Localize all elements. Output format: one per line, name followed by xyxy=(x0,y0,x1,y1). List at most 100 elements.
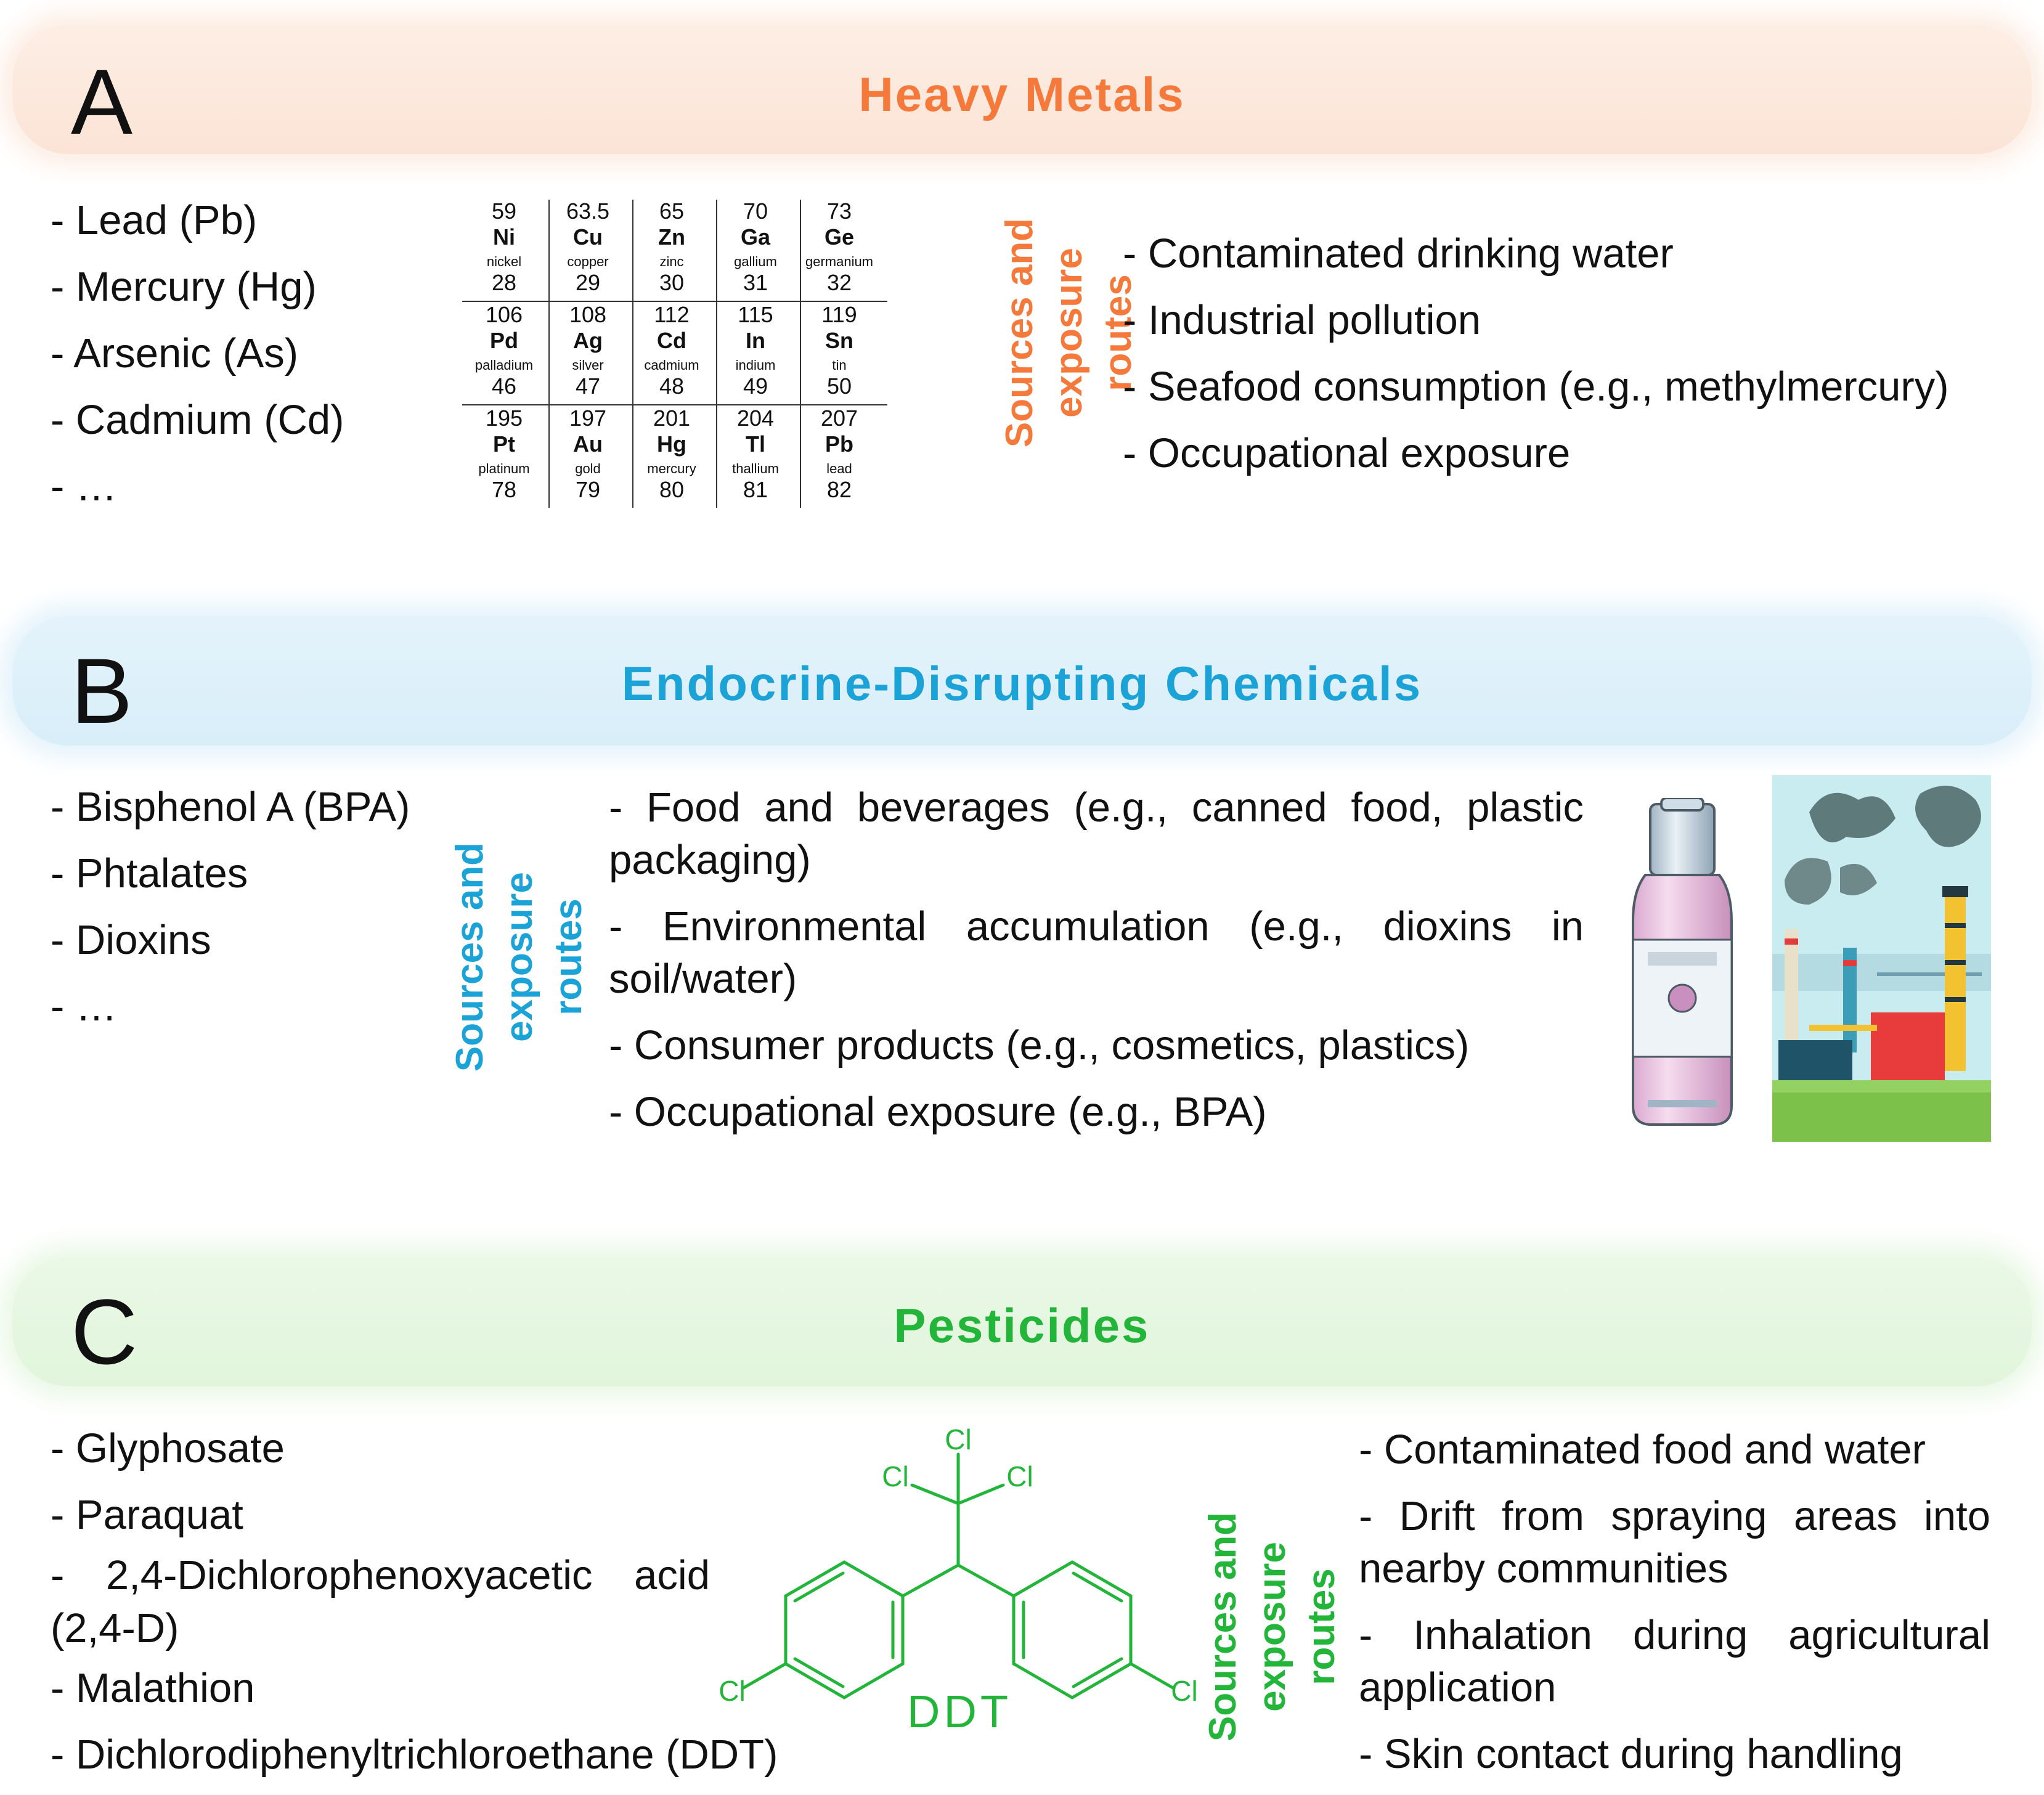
list-item: - Paraquat xyxy=(51,1492,243,1538)
atomic-number: 78 xyxy=(491,477,517,502)
atomic-mass: 112 xyxy=(654,302,690,327)
pesticides-list: - Glyphosate - Paraquat xyxy=(51,1415,285,1549)
atomic-mass: 59 xyxy=(491,198,517,224)
atomic-mass: 201 xyxy=(653,405,691,431)
element-name: gold xyxy=(575,461,601,476)
ddt-structure: Cl Cl Cl Cl Cl xyxy=(719,1423,1197,1707)
atomic-mass: 106 xyxy=(485,302,523,327)
list-item: - Glyphosate xyxy=(51,1425,285,1471)
panel-a-routes-label: Sources and exposure routes xyxy=(998,218,1139,448)
atomic-number: 82 xyxy=(826,477,852,502)
list-item: - Occupational exposure xyxy=(1123,430,1571,476)
element-name: cadmium xyxy=(644,357,699,373)
ddt-label: DDT xyxy=(907,1686,1012,1737)
element-symbol: Pb xyxy=(825,431,853,457)
panel-a-letter: A xyxy=(71,50,133,153)
list-item: - Industrial pollution xyxy=(1123,297,1481,343)
element-name: tin xyxy=(832,357,847,373)
chlorine-label: Cl xyxy=(882,1460,908,1492)
list-item: - Dichlorodiphenyltrichloroethane (DDT) xyxy=(51,1732,778,1778)
element-symbol: Ge xyxy=(824,224,855,250)
atomic-mass: 119 xyxy=(821,302,857,327)
panel-c-routes-list: - Contaminated food and water - Drift fr… xyxy=(1359,1423,1990,1794)
list-item: - … xyxy=(51,463,117,510)
atomic-mass: 204 xyxy=(736,405,775,431)
list-item: - Consumer products (e.g., cosmetics, pl… xyxy=(609,1022,1470,1068)
element-name: palladium xyxy=(474,357,534,373)
atomic-mass: 65 xyxy=(659,198,685,224)
element-name: lead xyxy=(826,461,852,476)
element-name: nickel xyxy=(486,254,522,269)
element-name: mercury xyxy=(647,461,696,476)
atomic-number: 48 xyxy=(659,373,685,399)
atomic-mass: 207 xyxy=(820,405,858,431)
element-symbol: Zn xyxy=(658,224,685,250)
list-item: - Arsenic (As) xyxy=(51,330,299,377)
panel-a-title: Heavy Metals xyxy=(858,67,1186,121)
cosmetic-bottle-icon xyxy=(1632,798,1733,1126)
list-item: - Bisphenol A (BPA) xyxy=(51,784,410,830)
element-name: zinc xyxy=(659,254,684,269)
list-item: - Malathion xyxy=(51,1665,255,1711)
atomic-number: 28 xyxy=(491,270,517,295)
panel-a-header-band xyxy=(12,25,2032,154)
atomic-number: 50 xyxy=(826,373,852,399)
chlorine-label: Cl xyxy=(945,1423,971,1455)
panel-c-routes-label: Sources and exposure routes xyxy=(1202,1512,1343,1742)
list-item: - Mercury (Hg) xyxy=(51,264,317,310)
element-symbol: Cu xyxy=(573,224,603,250)
pesticides-list-cont: - Malathion - Dichlorodiphenyltrichloroe… xyxy=(51,1655,778,1788)
list-item: - Environmental accumulation (e.g., diox… xyxy=(609,903,1584,1002)
atomic-mass: 63.5 xyxy=(566,198,610,224)
chlorine-label: Cl xyxy=(1006,1460,1033,1492)
element-name: indium xyxy=(735,357,776,373)
atomic-number: 46 xyxy=(491,373,517,399)
list-item: - … xyxy=(51,983,117,1030)
heavy-metals-list: - Lead (Pb) - Mercury (Hg) - Arsenic (As… xyxy=(51,187,344,520)
element-symbol: Pd xyxy=(489,328,518,353)
list-item: - Phtalates xyxy=(51,850,248,897)
element-name: platinum xyxy=(478,461,530,476)
atomic-number: 80 xyxy=(659,477,685,502)
panel-c-title: Pesticides xyxy=(894,1298,1150,1353)
atomic-number: 29 xyxy=(575,270,601,295)
panel-b-letter: B xyxy=(71,639,133,743)
atomic-number: 32 xyxy=(826,270,852,295)
panel-c-header-band xyxy=(12,1257,2032,1386)
atomic-number: 49 xyxy=(743,373,768,399)
chlorine-label: Cl xyxy=(1171,1675,1197,1707)
atomic-mass: 115 xyxy=(738,302,773,327)
list-item: - Dioxins xyxy=(51,917,211,963)
element-symbol: Ga xyxy=(740,224,771,250)
element-symbol: Hg xyxy=(657,431,686,457)
list-item: - Skin contact during handling xyxy=(1359,1731,1903,1777)
element-name: silver xyxy=(572,357,604,373)
list-item: - 2,4-Dichlorophenoxyacetic acid (2,4-D) xyxy=(51,1552,710,1651)
atomic-number: 81 xyxy=(743,477,768,502)
atomic-number: 79 xyxy=(575,477,601,502)
panel-b-title: Endocrine-Disrupting Chemicals xyxy=(621,656,1423,710)
element-name: copper xyxy=(567,254,609,269)
list-item: - Drift from spraying areas into nearby … xyxy=(1359,1493,1990,1592)
edc-list: - Bisphenol A (BPA) - Phtalates - Dioxin… xyxy=(51,774,410,1040)
list-item: - Food and beverages (e.g., canned food,… xyxy=(609,784,1584,883)
element-name: germanium xyxy=(805,254,874,269)
element-name: gallium xyxy=(734,254,777,269)
list-item: - Contaminated drinking water xyxy=(1123,230,1674,277)
list-item: - Occupational exposure (e.g., BPA) xyxy=(609,1089,1267,1135)
atomic-number: 47 xyxy=(575,373,601,399)
element-symbol: In xyxy=(746,328,765,353)
list-item: - Contaminated food and water xyxy=(1359,1427,1926,1473)
